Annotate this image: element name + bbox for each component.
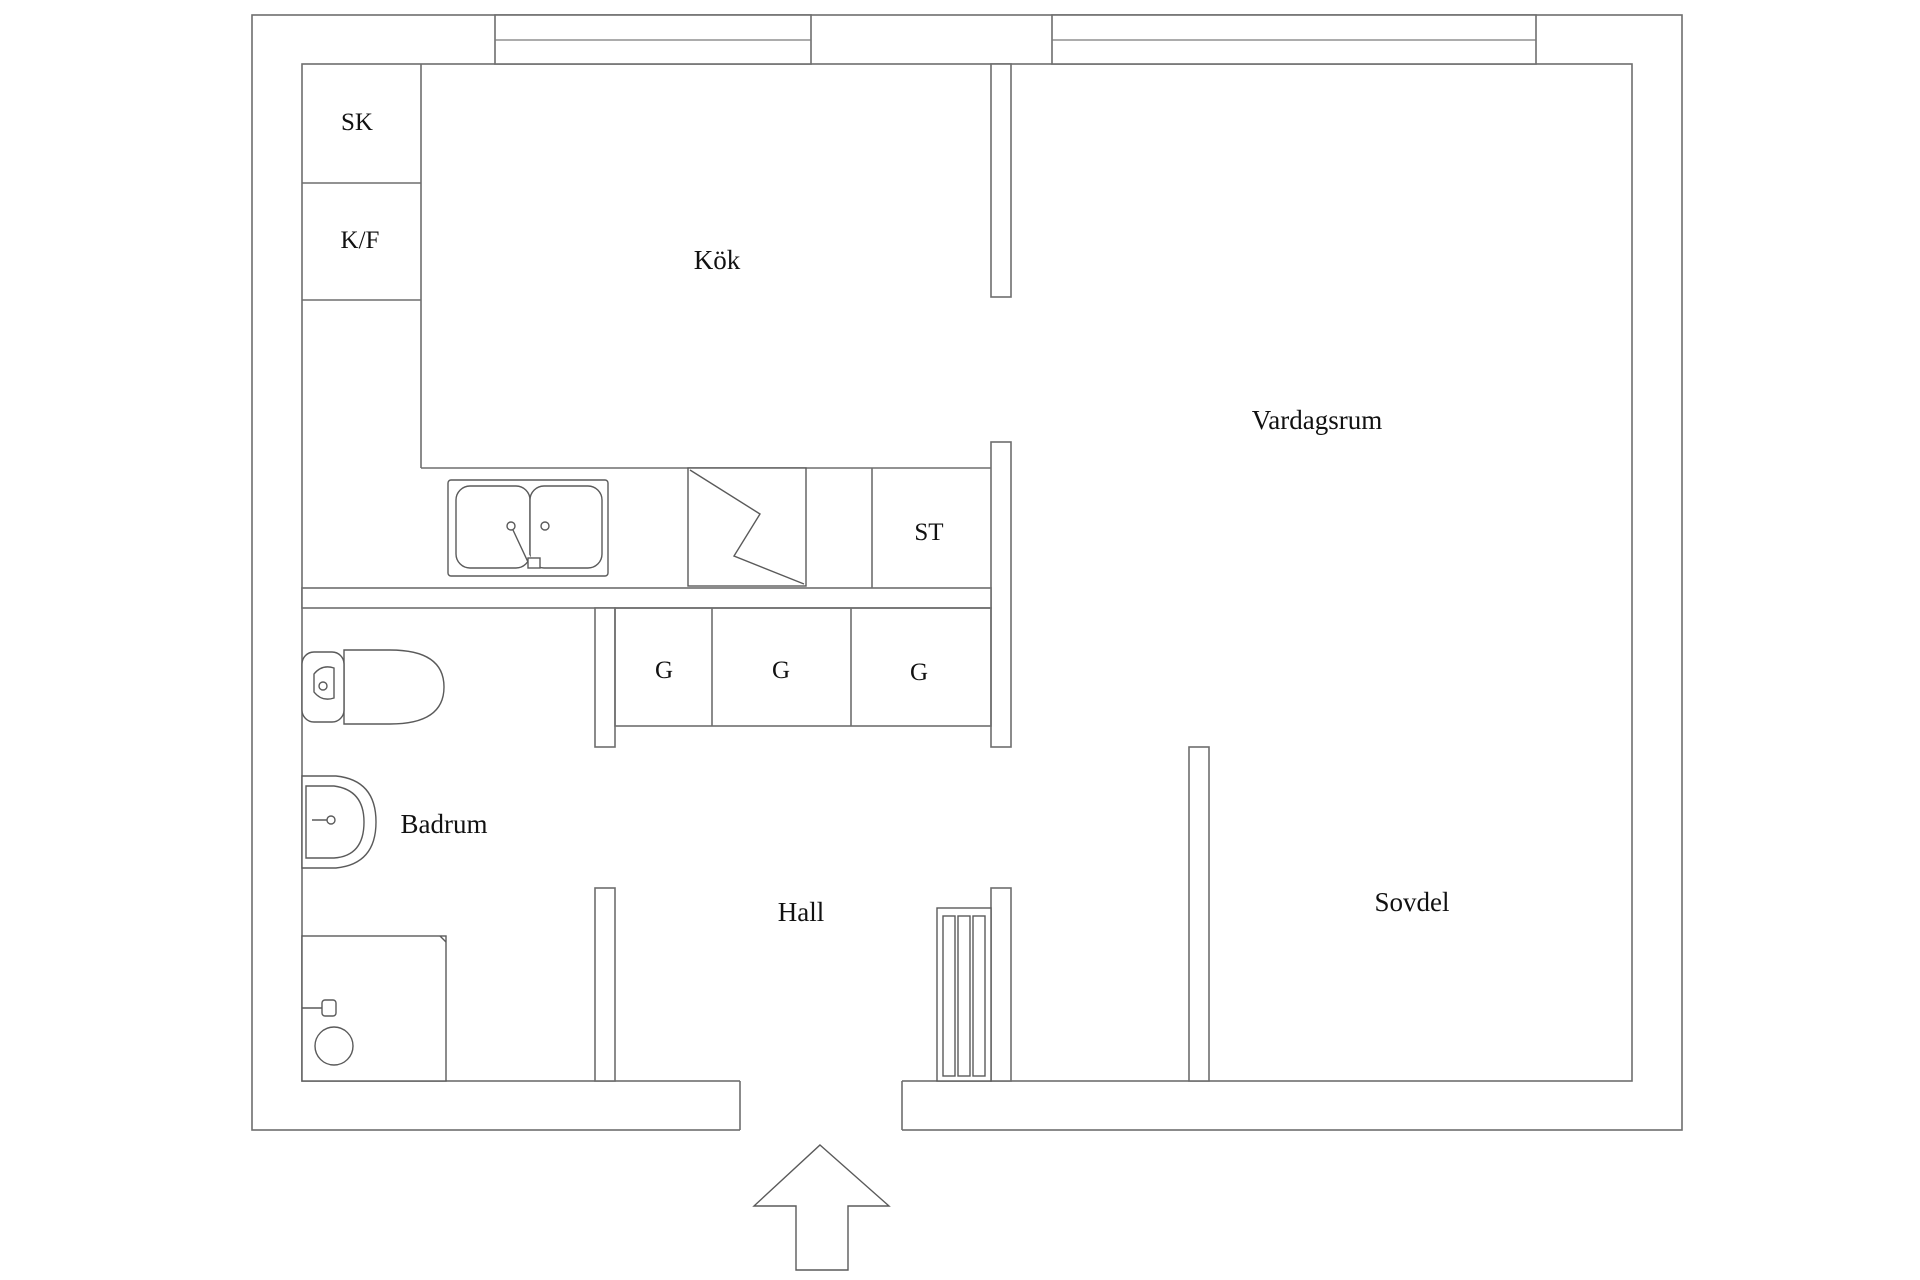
window-right [1051,14,1537,65]
shower-icon [301,935,447,1082]
wardrobes [614,607,992,727]
room-label-bathroom: Badrum [401,809,488,839]
interior-walls [301,63,1210,1082]
window-left [494,14,812,65]
kitchen-counter [302,64,991,469]
cabinet-label: ST [914,519,943,546]
entrance-arrow-icon [752,1144,891,1271]
washbasin-icon [301,775,377,869]
room-label-hall: Hall [778,897,825,927]
entrance-door-gap [739,1078,903,1132]
room-label-sleeping: Sovdel [1374,887,1449,917]
hall-rack-icon [936,907,992,1082]
toilet-icon [301,649,445,725]
sink-icon [447,479,609,577]
freezer-label: SK [341,109,373,136]
room-label-living: Vardagsrum [1252,405,1382,435]
wardrobe-label-1: G [655,657,673,684]
stove-icon [687,467,807,587]
wardrobe-label-3: G [910,659,928,686]
wardrobe-label-2: G [772,657,790,684]
room-label-kitchen: Kök [694,245,741,275]
fridge-freezer-label: K/F [341,227,380,254]
